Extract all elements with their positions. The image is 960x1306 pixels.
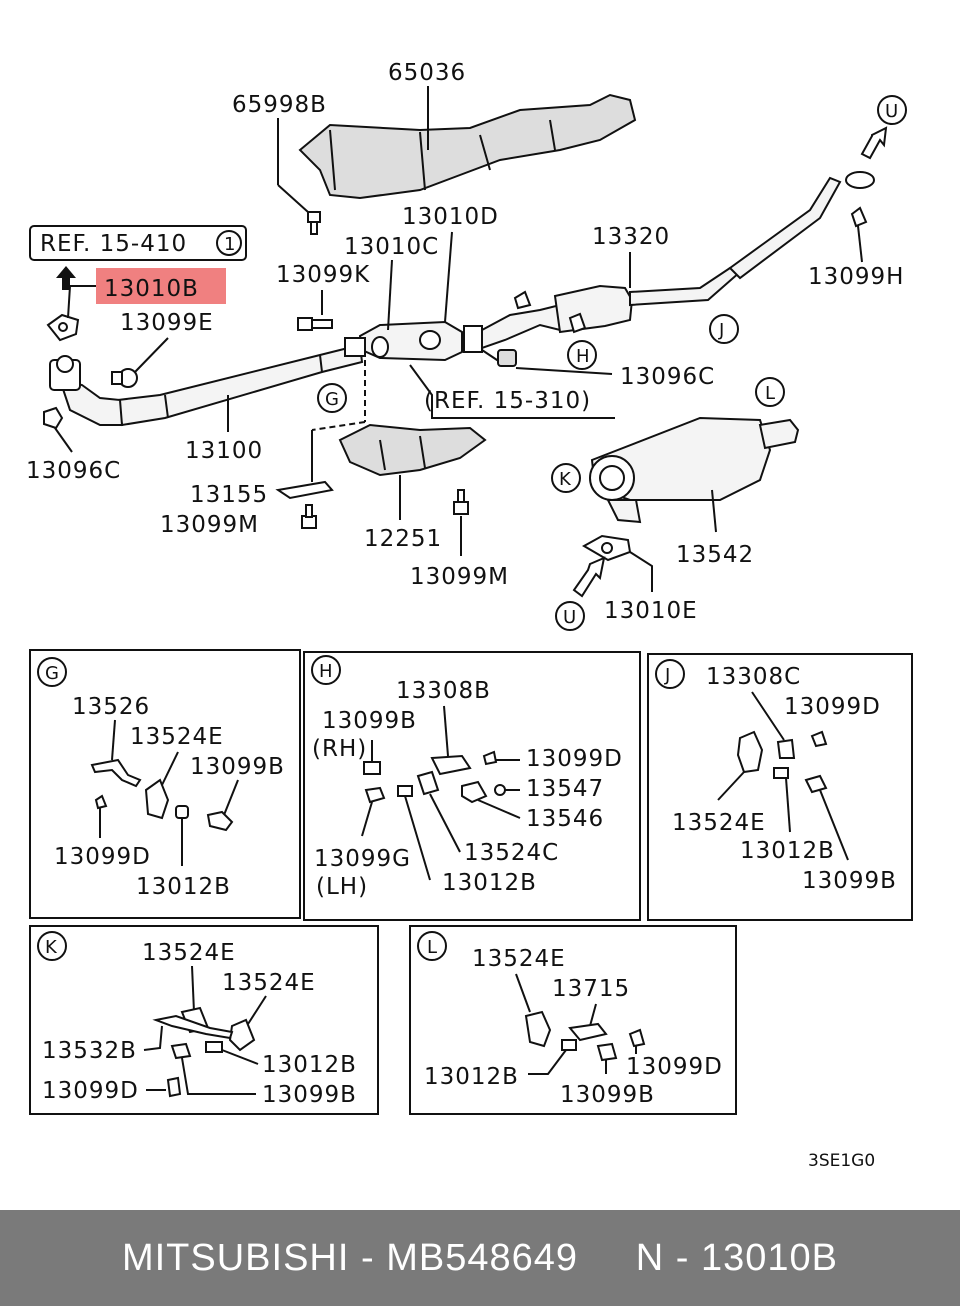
callout-J: J: [718, 320, 724, 341]
bolt-13099E: [111, 368, 138, 388]
callout-H: H: [576, 346, 590, 367]
panel-J: J 13308C 13099D 13524E 13012B 13099B: [647, 653, 913, 921]
bolt-13099K: [297, 317, 333, 331]
arrow-u-bottom: [572, 556, 606, 598]
ref-15-410: REF. 15-410: [40, 231, 187, 257]
panel-H-13547: 13547: [526, 776, 604, 802]
up-arrow: [56, 266, 76, 290]
panel-K: K 13524E 13524E 13532B 13012B 13099D 130…: [29, 925, 379, 1115]
panel-L-13524E: 13524E: [472, 946, 566, 972]
exhaust-parts-diagram: 65036 65998B 13100 13010B REF. 15-410 1 …: [26, 60, 913, 1171]
label-13096C-right: 13096C: [620, 364, 715, 390]
panel-G-13524E: 13524E: [130, 724, 224, 750]
highlight-box: [96, 268, 226, 304]
callout-K: K: [559, 469, 572, 490]
label-13155: 13155: [190, 482, 268, 508]
label-13542: 13542: [676, 542, 754, 568]
panel-G: G 13526 13524E 13099B 13099D 13012B: [29, 649, 301, 919]
panel-J-13308C: 13308C: [706, 664, 801, 690]
panel-K-13099B: 13099B: [262, 1082, 357, 1108]
panel-G-13099D: 13099D: [54, 844, 151, 870]
panel-K-13524E-b: 13524E: [222, 970, 316, 996]
label-65998B: 65998B: [232, 92, 327, 118]
label-13099H: 13099H: [808, 264, 904, 290]
label-13010D: 13010D: [402, 204, 499, 230]
panel-H-RH: (RH): [312, 736, 367, 762]
catalytic-converter: [344, 320, 483, 362]
flange-13099H: [728, 171, 875, 280]
label-13010E: 13010E: [604, 598, 698, 624]
panel-H-13099B: 13099B: [322, 708, 417, 734]
nut-13096C-left: [43, 406, 64, 430]
label-65036: 65036: [388, 60, 466, 86]
label-12251: 12251: [364, 526, 442, 552]
label-13010B: 13010B: [104, 276, 199, 302]
ref-15-310: (REF. 15-310): [424, 388, 591, 414]
panel-J-13099B: 13099B: [802, 868, 897, 894]
panel-G-13099B: 13099B: [190, 754, 285, 780]
center-pipe-13320: [481, 266, 742, 350]
main-muffler-13542: [589, 416, 800, 524]
panel-K-13012B: 13012B: [262, 1052, 357, 1078]
panel-G-13012B: 13012B: [136, 874, 231, 900]
panel-L-13012B: 13012B: [424, 1064, 519, 1090]
footer-text: MITSUBISHI - MB548649 N - 13010B: [121, 1236, 839, 1279]
ref-15-410-circle: 1: [224, 234, 235, 255]
label-13010C: 13010C: [344, 234, 439, 260]
bolt-65998B: [307, 211, 321, 235]
panel-H-LH: (LH): [316, 874, 368, 900]
panel-H-13524C: 13524C: [464, 840, 559, 866]
panel-J-13099D: 13099D: [784, 694, 881, 720]
label-13099E: 13099E: [120, 310, 214, 336]
panel-K-13524E-a: 13524E: [142, 940, 236, 966]
panel-H-13099G: 13099G: [314, 846, 411, 872]
label-13320: 13320: [592, 224, 670, 250]
panel-L-letter: L: [427, 937, 437, 958]
panel-L-13715: 13715: [552, 976, 630, 1002]
bracket-13155: [275, 480, 334, 500]
bolt-13099M-mid: [453, 489, 469, 515]
panel-J-letter: J: [664, 665, 670, 686]
nut-13096C-right: [497, 349, 517, 367]
label-13099M-left: 13099M: [160, 512, 259, 538]
label-13099M-mid: 13099M: [410, 564, 509, 590]
gasket-13010B: [46, 313, 80, 342]
panel-J-13524E: 13524E: [672, 810, 766, 836]
label-13099K: 13099K: [276, 262, 370, 288]
panel-G-letter: G: [45, 663, 59, 684]
panel-L-13099D: 13099D: [626, 1054, 723, 1080]
callout-U-bottom: U: [563, 607, 576, 628]
panel-H-13012B: 13012B: [442, 870, 537, 896]
panel-H-13099D: 13099D: [526, 746, 623, 772]
panel-K-13532B: 13532B: [42, 1038, 137, 1064]
panel-K-letter: K: [45, 937, 58, 958]
panel-L: L 13524E 13715 13012B 13099D 13099B: [409, 925, 737, 1115]
footer-bar: MITSUBISHI - MB548649 N - 13010B: [0, 1210, 960, 1306]
label-13096C-left: 13096C: [26, 458, 121, 484]
bolt-13099M-left: [301, 504, 317, 529]
panel-H-letter: H: [319, 661, 333, 682]
panel-J-13012B: 13012B: [740, 838, 835, 864]
drawing-code: 3SE1G0: [808, 1151, 875, 1171]
heat-protector-12251: [338, 423, 487, 477]
panel-L-13099B: 13099B: [560, 1082, 655, 1108]
callout-L: L: [765, 383, 775, 404]
label-13100: 13100: [185, 438, 263, 464]
callout-U-top: U: [885, 101, 898, 122]
panel-H-13308B: 13308B: [396, 678, 491, 704]
panel-H: H 13308B 13099B (RH) 13099D 13547 13546 …: [303, 651, 641, 921]
callout-G: G: [325, 389, 339, 410]
panel-H-13546: 13546: [526, 806, 604, 832]
panel-G-13526: 13526: [72, 694, 150, 720]
arrow-u-top: [860, 126, 888, 160]
panel-K-13099D: 13099D: [42, 1078, 139, 1104]
front-pipe-13100: [49, 343, 364, 427]
heat-shield-65036: [298, 93, 637, 200]
gasket-13010E: [581, 534, 632, 562]
